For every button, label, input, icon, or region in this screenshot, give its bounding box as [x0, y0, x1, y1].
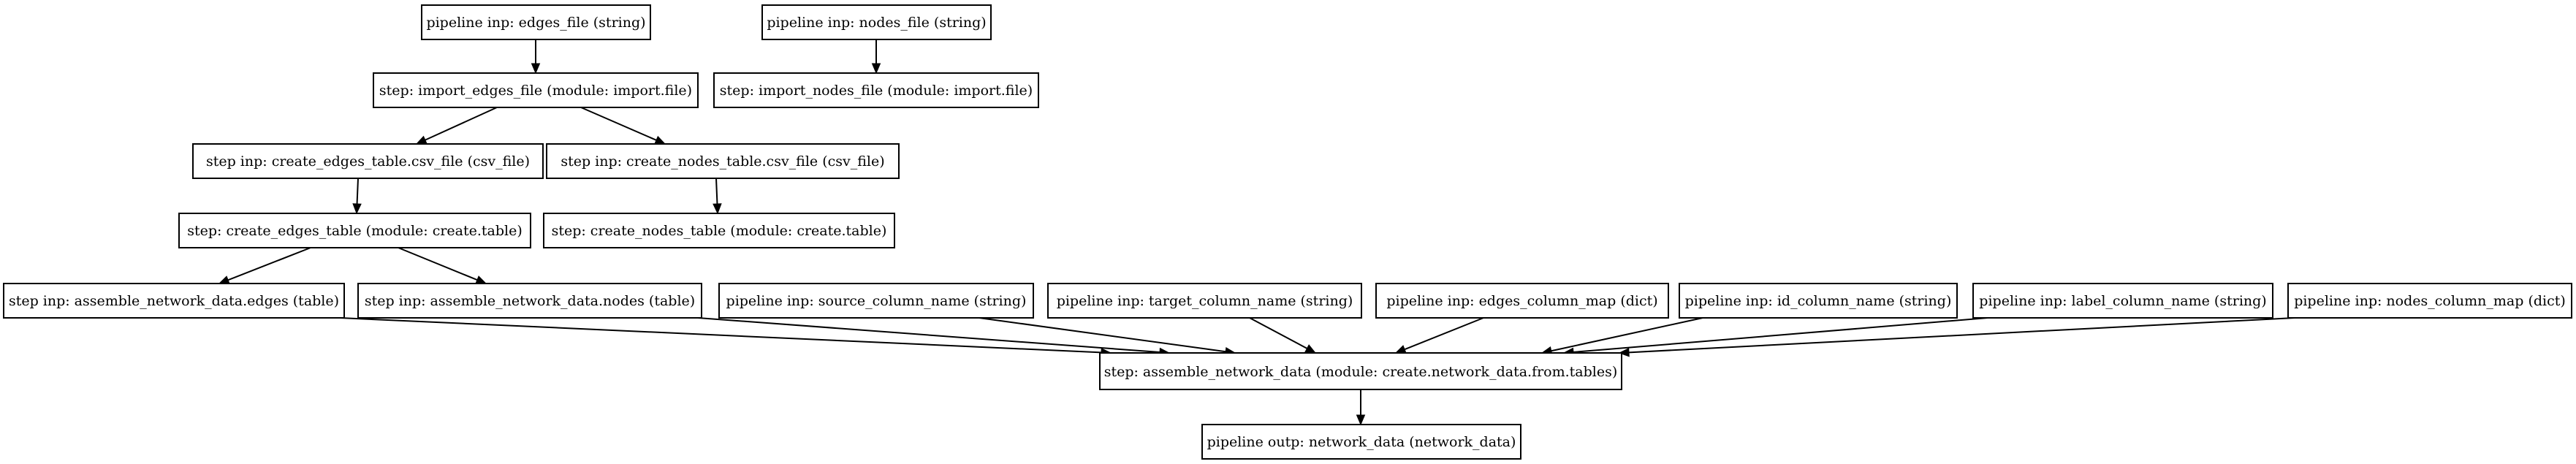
- edge-pin_nodes_file-to-step_import_nodes: [871, 39, 881, 75]
- node-sin-assemble-nodes: step inp: assemble_network_data.nodes (t…: [357, 283, 702, 319]
- node-label: pipeline inp: id_column_name (string): [1685, 293, 1952, 309]
- arrow-head-icon: [415, 135, 428, 145]
- node-box: [1972, 283, 2273, 319]
- node-box: [1099, 352, 1622, 390]
- edge-sin_nodes_csv-to-step_create_nodes: [713, 178, 722, 215]
- edge-sin_edges_csv-to-step_create_edges: [352, 178, 362, 215]
- node-box: [421, 4, 651, 40]
- node-box: [357, 283, 702, 319]
- node-label: step: import_edges_file (module: import.…: [379, 83, 692, 99]
- node-box: [178, 213, 531, 248]
- arrow-head-icon: [218, 275, 230, 284]
- node-pin-label-col: pipeline inp: label_column_name (string): [1972, 283, 2273, 319]
- node-label: pipeline outp: network_data (network_dat…: [1207, 434, 1516, 450]
- edge-sin_assemble_edges-to-step_assemble: [339, 317, 1112, 357]
- node-box: [373, 72, 699, 108]
- node-label: step: assemble_network_data (module: cre…: [1104, 364, 1618, 380]
- arrow-head-icon: [871, 63, 881, 75]
- node-step-create-edges: step: create_edges_table (module: create…: [178, 213, 531, 248]
- edge-line: [425, 107, 498, 141]
- edge-line: [1249, 317, 1308, 349]
- arrow-head-icon: [352, 203, 362, 215]
- node-sin-nodes-csv: step inp: create_nodes_table.csv_file (c…: [546, 143, 900, 179]
- node-label: step: import_nodes_file (module: import.…: [720, 83, 1033, 99]
- node-label: pipeline inp: edges_column_map (dict): [1386, 293, 1657, 309]
- edge-line: [398, 247, 478, 281]
- node-box: [3, 283, 345, 319]
- edge-line: [339, 317, 1102, 354]
- edge-line: [356, 178, 359, 205]
- node-label: pipeline inp: label_column_name (string): [1979, 293, 2266, 309]
- node-label: pipeline inp: nodes_column_map (dict): [2294, 293, 2566, 309]
- node-label: pipeline inp: target_column_name (string…: [1057, 293, 1353, 309]
- arrow-head-icon: [1356, 414, 1366, 426]
- edge-line: [715, 178, 718, 205]
- node-label: step inp: create_nodes_table.csv_file (c…: [561, 153, 884, 170]
- node-pout-network: pipeline outp: network_data (network_dat…: [1201, 424, 1521, 460]
- edge-pin_edges_file-to-step_import_edges: [531, 39, 541, 75]
- node-step-import-edges: step: import_edges_file (module: import.…: [373, 72, 699, 108]
- node-box: [761, 4, 992, 40]
- node-box: [2287, 283, 2572, 319]
- arrow-head-icon: [475, 275, 487, 284]
- node-pin-edges-map: pipeline inp: edges_column_map (dict): [1375, 283, 1669, 319]
- edge-line: [580, 107, 657, 141]
- node-label: pipeline inp: source_column_name (string…: [726, 293, 1027, 309]
- edge-step_create_edges-to-sin_assemble_edges: [218, 247, 311, 284]
- node-label: step inp: assemble_network_data.nodes (t…: [365, 293, 695, 309]
- node-box: [1679, 283, 1958, 319]
- edge-line: [1551, 317, 1703, 352]
- node-pin-id-col: pipeline inp: id_column_name (string): [1679, 283, 1958, 319]
- edge-step_assemble-to-pout_network: [1356, 389, 1366, 426]
- edge-step_create_edges-to-sin_assemble_nodes: [398, 247, 487, 284]
- arrow-head-icon: [1618, 348, 1630, 357]
- node-label: step: create_edges_table (module: create…: [187, 223, 523, 239]
- node-pin-nodes-file: pipeline inp: nodes_file (string): [761, 4, 992, 40]
- edge-pin_target_col-to-step_assemble: [1249, 317, 1317, 354]
- edge-pin_nodes_map-to-step_assemble: [1618, 317, 2295, 357]
- edge-line: [697, 317, 1160, 354]
- arrow-head-icon: [1394, 345, 1407, 354]
- nodes-layer: pipeline inp: edges_file (string) pipeli…: [3, 4, 2572, 460]
- edge-step_import_edges-to-sin_nodes_csv: [580, 107, 666, 145]
- edge-line: [1404, 317, 1484, 351]
- node-box: [192, 143, 544, 179]
- edge-line: [1573, 317, 1988, 353]
- node-step-create-nodes: step: create_nodes_table (module: create…: [543, 213, 895, 248]
- node-label: pipeline inp: edges_file (string): [426, 15, 645, 31]
- node-step-assemble: step: assemble_network_data (module: cre…: [1099, 352, 1622, 390]
- edge-step_import_edges-to-sin_edges_csv: [415, 107, 498, 145]
- node-box: [718, 283, 1034, 319]
- node-box: [543, 213, 895, 248]
- edge-pin_source_col-to-step_assemble: [979, 317, 1236, 357]
- node-label: step inp: create_edges_table.csv_file (c…: [206, 153, 530, 170]
- arrow-head-icon: [713, 203, 722, 215]
- node-pin-nodes-map: pipeline inp: nodes_column_map (dict): [2287, 283, 2572, 319]
- edge-line: [1628, 317, 2295, 354]
- arrow-head-icon: [531, 63, 541, 75]
- node-label: step: create_nodes_table (module: create…: [552, 223, 887, 239]
- node-box: [1375, 283, 1669, 319]
- arrow-head-icon: [1304, 344, 1317, 354]
- node-label: step inp: assemble_network_data.edges (t…: [9, 293, 339, 309]
- node-sin-edges-csv: step inp: create_edges_table.csv_file (c…: [192, 143, 544, 179]
- node-label: pipeline inp: nodes_file (string): [767, 15, 986, 31]
- edges-layer: [218, 39, 2295, 426]
- arrow-head-icon: [654, 135, 666, 145]
- node-box: [1201, 424, 1521, 460]
- node-pin-target-col: pipeline inp: target_column_name (string…: [1047, 283, 1362, 319]
- edge-pin_edges_map-to-step_assemble: [1394, 317, 1484, 354]
- node-pin-source-col: pipeline inp: source_column_name (string…: [718, 283, 1034, 319]
- node-sin-assemble-edges: step inp: assemble_network_data.edges (t…: [3, 283, 345, 319]
- node-step-import-nodes: step: import_nodes_file (module: import.…: [713, 72, 1039, 108]
- node-pin-edges-file: pipeline inp: edges_file (string): [421, 4, 651, 40]
- node-box: [713, 72, 1039, 108]
- node-box: [546, 143, 900, 179]
- node-box: [1047, 283, 1362, 319]
- edge-line: [227, 247, 311, 281]
- edge-line: [979, 317, 1226, 353]
